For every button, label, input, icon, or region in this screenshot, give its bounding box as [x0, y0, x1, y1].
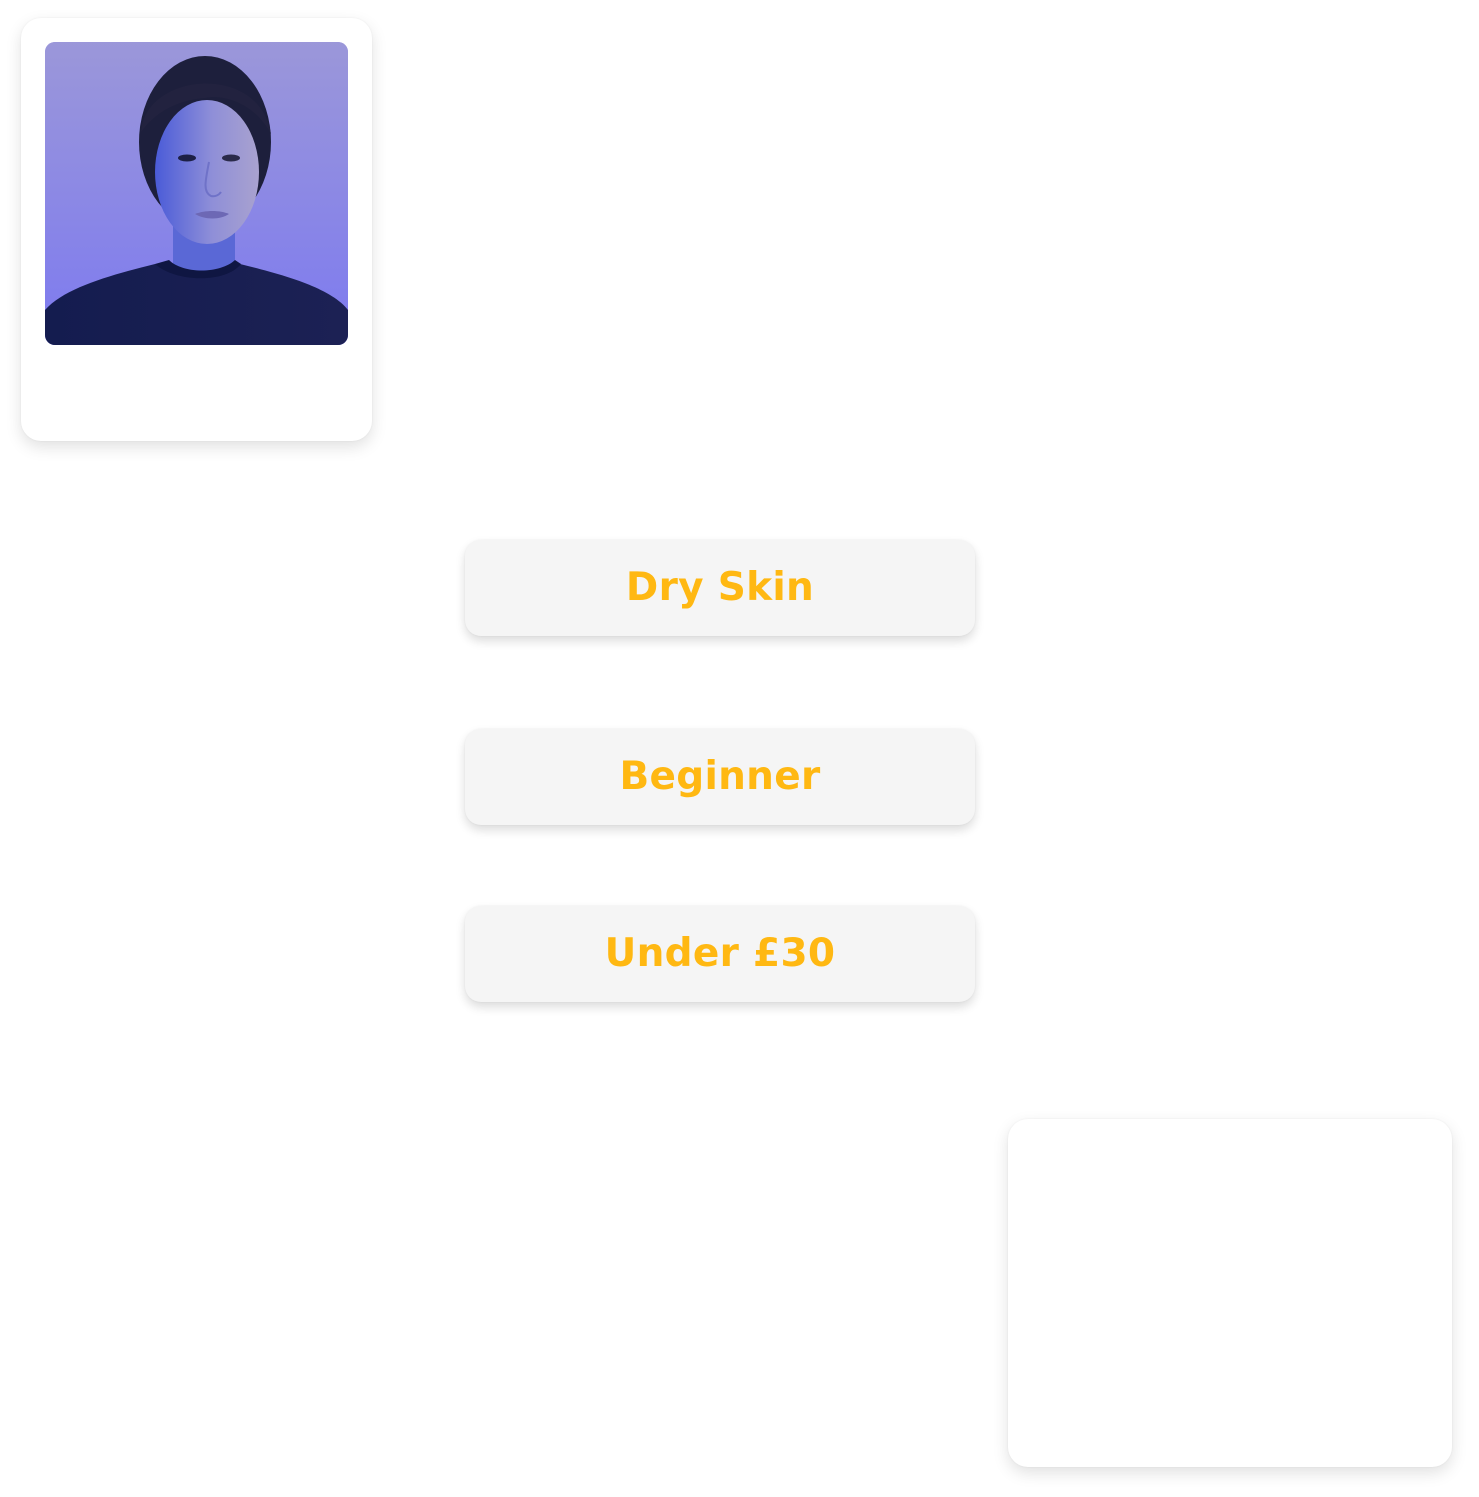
profile-card [21, 18, 372, 441]
answer-pill-experience[interactable]: Beginner [465, 729, 975, 825]
portrait-photo-icon [45, 42, 348, 345]
answer-label-experience: Beginner [619, 753, 821, 799]
profile-photo [45, 42, 348, 345]
answer-label-budget: Under £30 [604, 930, 836, 976]
answer-label-skin-type: Dry Skin [625, 564, 815, 610]
result-card [1008, 1119, 1452, 1467]
answer-pill-skin-type[interactable]: Dry Skin [465, 540, 975, 636]
answer-pill-budget[interactable]: Under £30 [465, 906, 975, 1002]
